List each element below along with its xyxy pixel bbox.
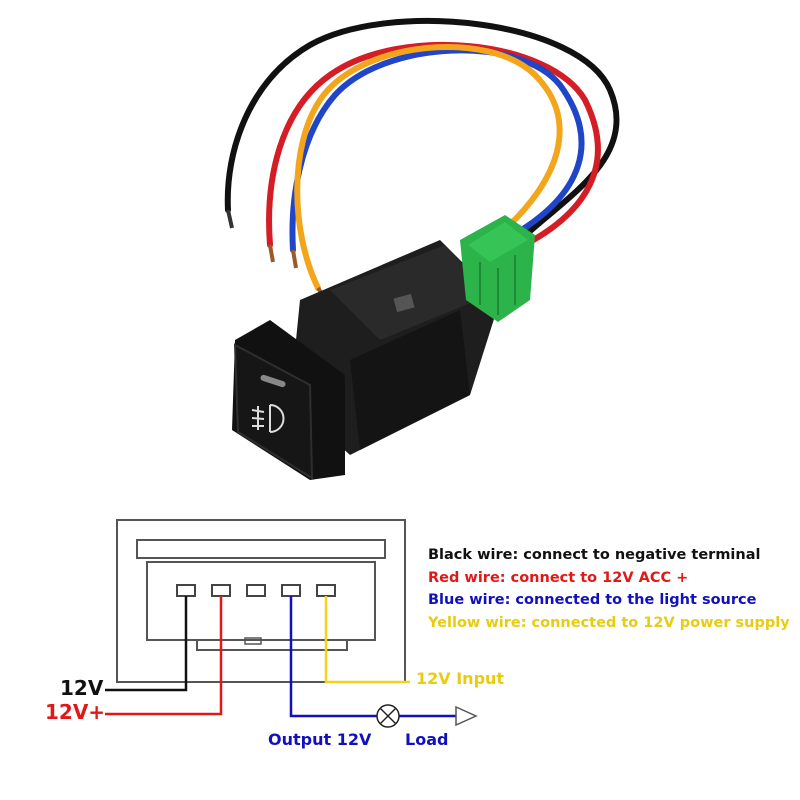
terminal-pin-3 (246, 584, 266, 597)
schematic-blue-line (289, 596, 377, 718)
legend-black-wire: Black wire: connect to negative terminal (428, 547, 761, 563)
switch-outline-band (136, 539, 386, 559)
legend-yellow-wire: Yellow wire: connected to 12V power supp… (428, 615, 790, 631)
legend-blue-wire: Blue wire: connected to the light source (428, 592, 757, 608)
terminal-pin-2 (211, 584, 231, 597)
fog-light-icon (251, 404, 285, 433)
switch-outline-inner (146, 561, 376, 641)
yellow-wire (294, 44, 563, 291)
switch-front-button (232, 320, 345, 480)
schematic-red-line (105, 596, 223, 716)
load-arrow (455, 705, 478, 727)
switch-outline-outer (116, 519, 406, 683)
green-connector (460, 215, 535, 322)
terminal-pin-1 (176, 584, 196, 597)
wiring-schematic (105, 519, 478, 728)
label-12v-plus: 12V+ (45, 700, 106, 724)
label-12v-input: 12V Input (416, 669, 505, 688)
label-output-12v: Output 12V (268, 730, 372, 749)
schematic-black-line (105, 596, 188, 692)
schematic-yellow-line (324, 596, 410, 684)
label-load: Load (405, 730, 449, 749)
label-12v: 12V (60, 676, 104, 700)
legend-red-wire: Red wire: connect to 12V ACC + (428, 570, 689, 586)
terminal-pin-4 (281, 584, 301, 597)
terminal-pin-5 (316, 584, 336, 597)
